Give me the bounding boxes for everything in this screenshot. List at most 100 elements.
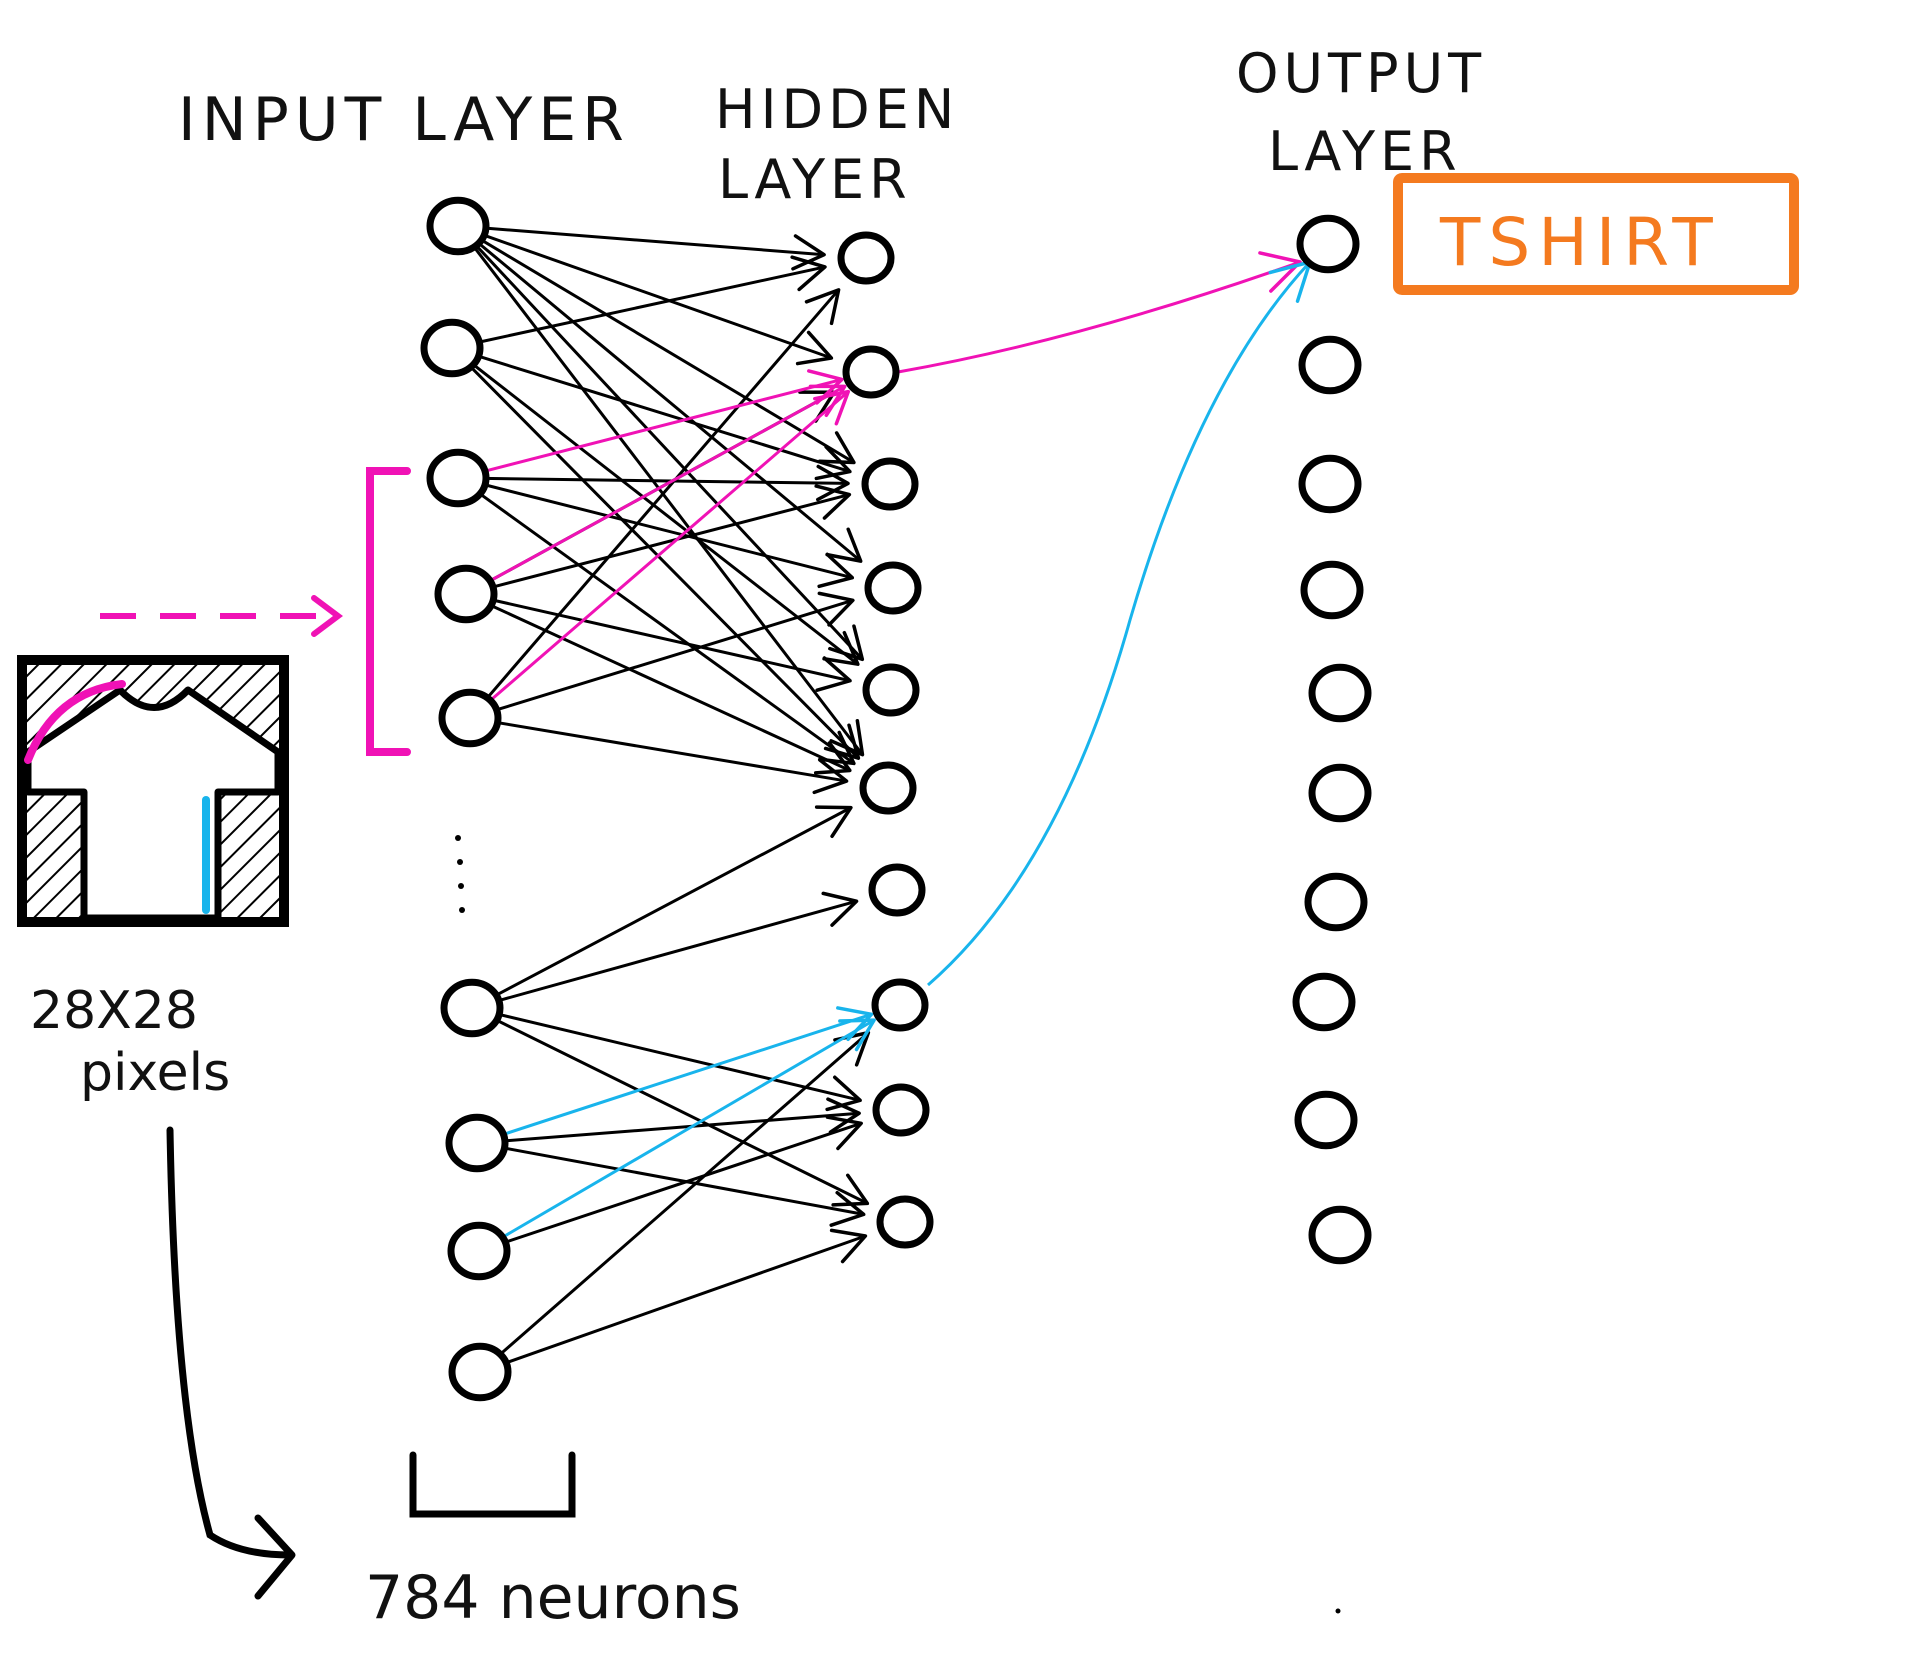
- arrow-head: [804, 288, 841, 326]
- input-layer-bracket: [409, 1451, 576, 1518]
- hidden-layer-title-line1: HIDDEN: [715, 78, 959, 141]
- arrow-head: [817, 431, 856, 465]
- connection-line: [491, 598, 851, 683]
- image-size-unit-label: pixels: [80, 1043, 230, 1103]
- input-node: [440, 978, 504, 1038]
- arrow-head: [831, 1173, 870, 1207]
- input-node: [448, 1342, 512, 1402]
- connection-line: [474, 243, 864, 661]
- input-node: [426, 448, 490, 508]
- hidden-node: [859, 761, 917, 815]
- arrow-head: [815, 656, 852, 692]
- output-node: [1304, 872, 1368, 932]
- connection-line: [501, 1012, 872, 1137]
- pink-pixel-stroke: [24, 680, 126, 764]
- output-node: [1298, 454, 1362, 514]
- arrow-head: [812, 758, 849, 795]
- connection-line: [488, 390, 850, 703]
- output-class-box: [1393, 173, 1799, 295]
- connection-line: [479, 238, 855, 464]
- connection-line: [483, 476, 849, 485]
- hidden-node: [868, 863, 926, 917]
- output-class-label: TSHIRT: [1439, 204, 1721, 281]
- arrow-head: [814, 484, 852, 520]
- arrow-head: [791, 234, 826, 271]
- arrow-head: [813, 741, 852, 775]
- input-node: [445, 1113, 509, 1173]
- arrow-head: [817, 591, 855, 627]
- tshirt-image: [17, 595, 343, 927]
- connection-line: [494, 806, 852, 998]
- connection-edges: [469, 226, 1312, 1365]
- connection-line: [494, 598, 854, 712]
- connection-line: [498, 1031, 870, 1357]
- hidden-node: [837, 231, 895, 285]
- input-node: [438, 688, 502, 748]
- connection-line: [488, 385, 846, 583]
- output-node: [1296, 214, 1360, 274]
- arrow-head: [813, 389, 851, 426]
- arrow-head: [825, 527, 863, 563]
- input-group-bracket: [366, 467, 411, 756]
- connection-line: [503, 1121, 862, 1245]
- pink-output-connection: [897, 260, 1301, 374]
- blue-output-connection: [927, 260, 1312, 987]
- hidden-node: [842, 345, 900, 399]
- connection-line: [496, 1012, 861, 1102]
- connection-line: [477, 241, 862, 563]
- input-node: [434, 564, 498, 624]
- connection-line: [495, 720, 847, 783]
- hidden-node: [864, 561, 922, 615]
- network-nodes: [420, 196, 1372, 1402]
- input-ellipsis: [455, 835, 465, 913]
- arrow-head: [814, 445, 852, 481]
- connection-line: [490, 493, 850, 589]
- arrow-head: [829, 719, 865, 757]
- connection-line: [502, 1146, 864, 1216]
- arrow-head: [821, 891, 859, 927]
- connection-line: [482, 482, 853, 580]
- hidden-node: [872, 1083, 930, 1137]
- connection-line: [504, 1234, 866, 1365]
- arrow-head: [825, 1115, 863, 1151]
- connection-line: [478, 491, 855, 765]
- output-node: [1308, 1205, 1372, 1265]
- output-layer-title-line1: OUTPUT: [1236, 42, 1486, 105]
- arrow-head: [817, 552, 855, 589]
- connection-line: [488, 603, 851, 772]
- connection-line: [476, 354, 851, 473]
- output-node: [1298, 335, 1362, 395]
- arrow-head: [838, 1018, 876, 1052]
- arrow-head: [826, 1097, 861, 1134]
- connection-line: [494, 1018, 869, 1205]
- connection-line: [471, 362, 859, 666]
- neuron-count-label: 784 neurons: [365, 1563, 741, 1633]
- connection-line: [482, 233, 832, 360]
- pixels-to-neurons-arrow: [166, 1126, 294, 1559]
- connection-line: [482, 378, 843, 473]
- connection-line: [472, 245, 864, 756]
- image-size-label: 28X28: [30, 981, 198, 1041]
- hidden-node: [861, 457, 919, 511]
- input-node: [420, 318, 484, 378]
- output-node: [1294, 1090, 1358, 1150]
- output-node: [1292, 972, 1356, 1032]
- connection-line: [477, 265, 826, 344]
- hidden-node: [876, 1195, 934, 1249]
- arrow-head: [795, 330, 834, 366]
- pink-dashed-arrow-head: [311, 595, 343, 637]
- connection-line: [483, 226, 825, 257]
- input-node: [447, 1221, 511, 1281]
- tshirt-icon: [24, 686, 282, 922]
- output-node: [1308, 763, 1372, 823]
- arrow-head: [825, 1075, 862, 1112]
- arrow-head: [790, 255, 827, 292]
- arrow-head: [816, 464, 850, 502]
- output-node: [1308, 663, 1372, 723]
- connection-line: [469, 365, 860, 760]
- input-node: [426, 196, 490, 256]
- arrow-head: [829, 1190, 866, 1227]
- output-layer-title-line2: LAYER: [1268, 120, 1462, 183]
- connection-line: [496, 899, 857, 1003]
